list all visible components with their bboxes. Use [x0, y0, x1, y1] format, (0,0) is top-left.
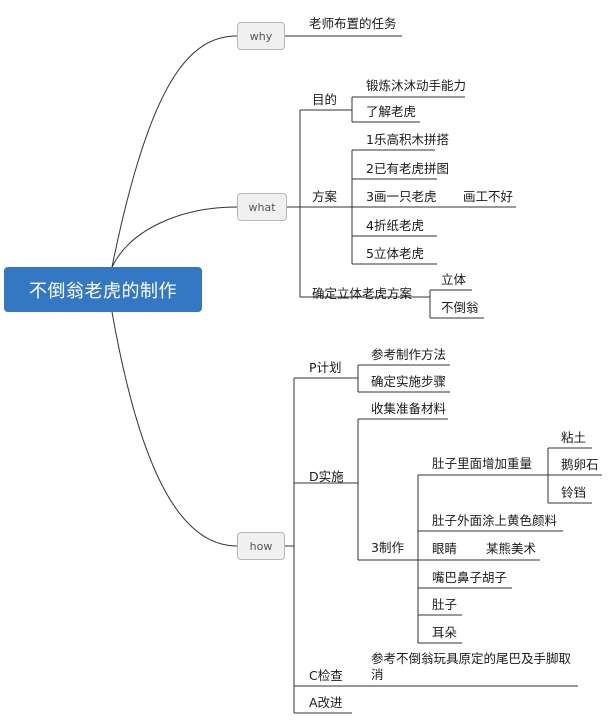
- root-topic[interactable]: 不倒翁老虎的制作: [4, 267, 202, 312]
- topic-plan-2[interactable]: 2已有老虎拼图: [366, 161, 449, 176]
- topic-paint[interactable]: 肚子外面涂上黄色颜料: [432, 513, 558, 528]
- topic-plan-3-note[interactable]: 画工不好: [463, 189, 514, 204]
- connector-weight: [547, 447, 602, 504]
- topic-p-2[interactable]: 确定实施步骤: [371, 374, 447, 389]
- connector-plan: [348, 149, 516, 265]
- topic-eyes[interactable]: 眼睛: [432, 541, 458, 556]
- topic-plan-1[interactable]: 1乐高积木拼搭: [366, 132, 449, 147]
- branch-what[interactable]: what: [237, 193, 287, 221]
- topic-p[interactable]: P计划: [309, 360, 342, 375]
- topic-c[interactable]: C检查: [309, 668, 343, 683]
- topic-decide-2[interactable]: 不倒翁: [441, 300, 479, 315]
- topic-mouth[interactable]: 嘴巴鼻子胡子: [432, 570, 508, 585]
- topic-weight-2[interactable]: 鹅卵石: [561, 457, 599, 472]
- connector-goal: [348, 96, 465, 123]
- connector-make: [408, 474, 563, 644]
- connector-root-how: [111, 311, 238, 547]
- topic-make[interactable]: 3制作: [371, 540, 404, 555]
- topic-plan[interactable]: 方案: [312, 189, 338, 204]
- topic-teacher-task[interactable]: 老师布置的任务: [309, 16, 397, 31]
- topic-eyes-note[interactable]: 某熊美术: [486, 541, 537, 556]
- connector-decide: [429, 289, 484, 319]
- topic-goal[interactable]: 目的: [312, 92, 338, 107]
- connector-root-why: [111, 35, 238, 268]
- connector-p: [355, 364, 450, 393]
- topic-weight-3[interactable]: 铃铛: [561, 485, 587, 500]
- topic-goal-2[interactable]: 了解老虎: [366, 104, 417, 119]
- topic-plan-4[interactable]: 4折纸老虎: [366, 218, 424, 233]
- connector-d: [355, 418, 448, 561]
- branch-how[interactable]: how: [237, 532, 285, 560]
- topic-weight[interactable]: 肚子里面增加重量: [432, 456, 533, 471]
- topic-weight-1[interactable]: 粘土: [561, 430, 587, 445]
- topic-a[interactable]: A改进: [309, 695, 343, 710]
- topic-plan-3[interactable]: 3画一只老虎: [366, 189, 437, 204]
- topic-belly[interactable]: 肚子: [432, 597, 458, 612]
- topic-decide[interactable]: 确定立体老虎方案: [312, 286, 413, 301]
- topic-d[interactable]: D实施: [309, 469, 344, 484]
- topic-decide-1[interactable]: 立体: [441, 272, 467, 287]
- connector-what-trunk: [287, 109, 430, 298]
- topic-plan-5[interactable]: 5立体老虎: [366, 246, 424, 261]
- topic-d-collect[interactable]: 收集准备材料: [371, 401, 447, 416]
- topic-ears[interactable]: 耳朵: [432, 625, 458, 640]
- topic-c-item[interactable]: 参考不倒翁玩具原定的尾巴及手脚取消: [371, 651, 572, 682]
- topic-goal-1[interactable]: 锻炼沐沐动手能力: [366, 78, 467, 93]
- branch-why[interactable]: why: [237, 22, 285, 50]
- connector-how-trunk: [285, 377, 578, 714]
- topic-p-1[interactable]: 参考制作方法: [371, 347, 447, 362]
- connector-root-what: [111, 206, 238, 268]
